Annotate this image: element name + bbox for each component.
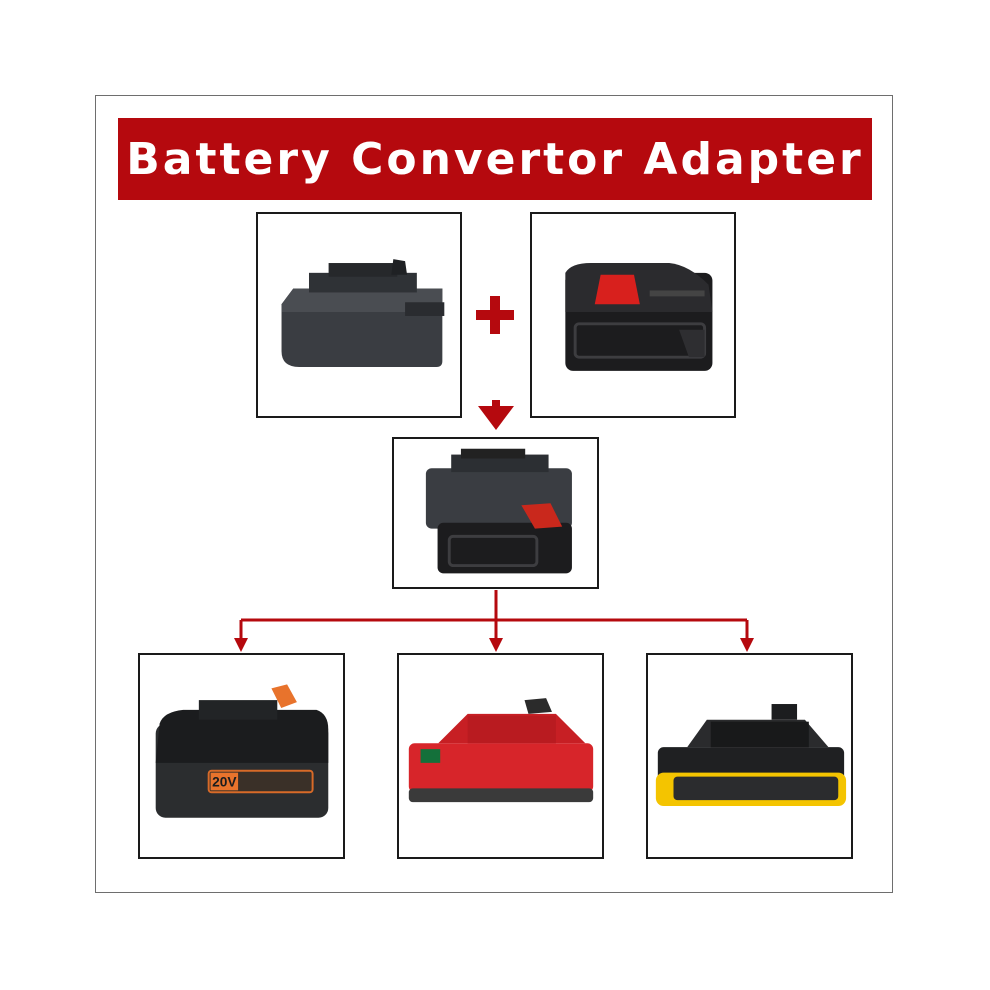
source-battery-panel bbox=[530, 212, 736, 418]
adapter-image bbox=[281, 259, 445, 367]
plus-icon bbox=[476, 296, 514, 334]
combined-image bbox=[425, 448, 572, 574]
target-battery-yellow-image bbox=[655, 704, 847, 807]
source-battery-image bbox=[565, 263, 713, 371]
adapter-panel bbox=[256, 212, 462, 418]
voltage-badge: 20V bbox=[212, 774, 237, 789]
target-battery-yellow-panel bbox=[646, 653, 853, 859]
target-battery-20v-image: 20V bbox=[155, 684, 329, 818]
target-battery-red-image bbox=[408, 698, 594, 803]
target-battery-20v-panel: 20V bbox=[138, 653, 345, 859]
banner-title: Battery Convertor Adapter bbox=[118, 118, 872, 200]
target-battery-red-panel bbox=[397, 653, 604, 859]
combined-panel bbox=[392, 437, 599, 589]
